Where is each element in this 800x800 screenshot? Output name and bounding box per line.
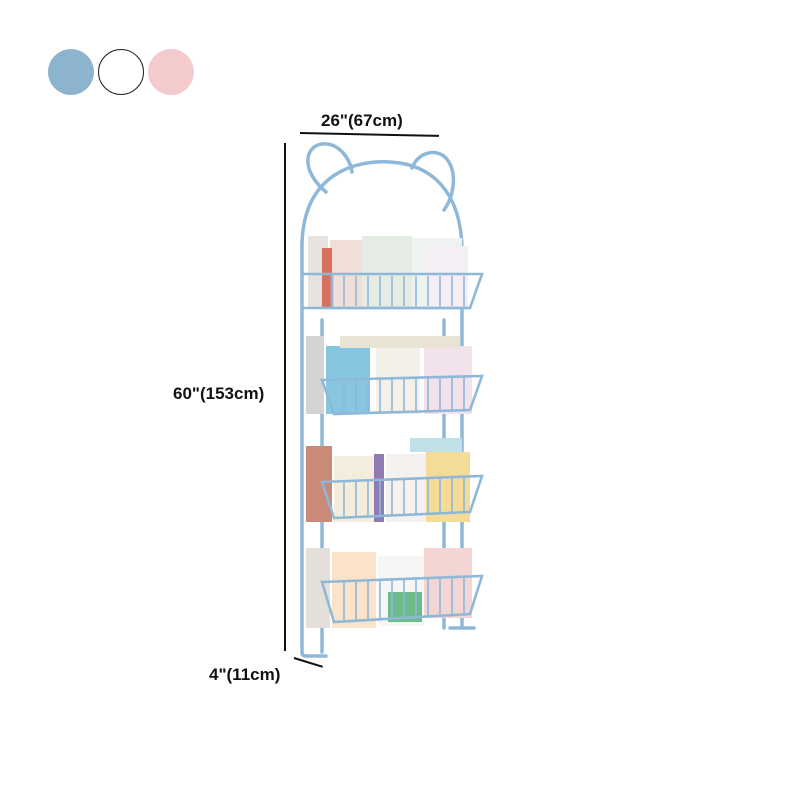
shelf-3 (306, 438, 470, 522)
height-line (284, 143, 286, 651)
shelf-4 (306, 548, 472, 628)
color-swatch-pink[interactable] (148, 49, 194, 95)
height-label: 60"(153cm) (173, 384, 265, 403)
left-ear-icon (306, 142, 354, 194)
color-swatch-white[interactable] (98, 49, 144, 95)
depth-label: 4"(11cm) (209, 665, 281, 684)
shelf-1 (308, 236, 468, 308)
right-ear-icon (410, 150, 456, 212)
color-swatch-blue[interactable] (48, 49, 94, 95)
width-label: 26"(67cm) (321, 111, 403, 130)
